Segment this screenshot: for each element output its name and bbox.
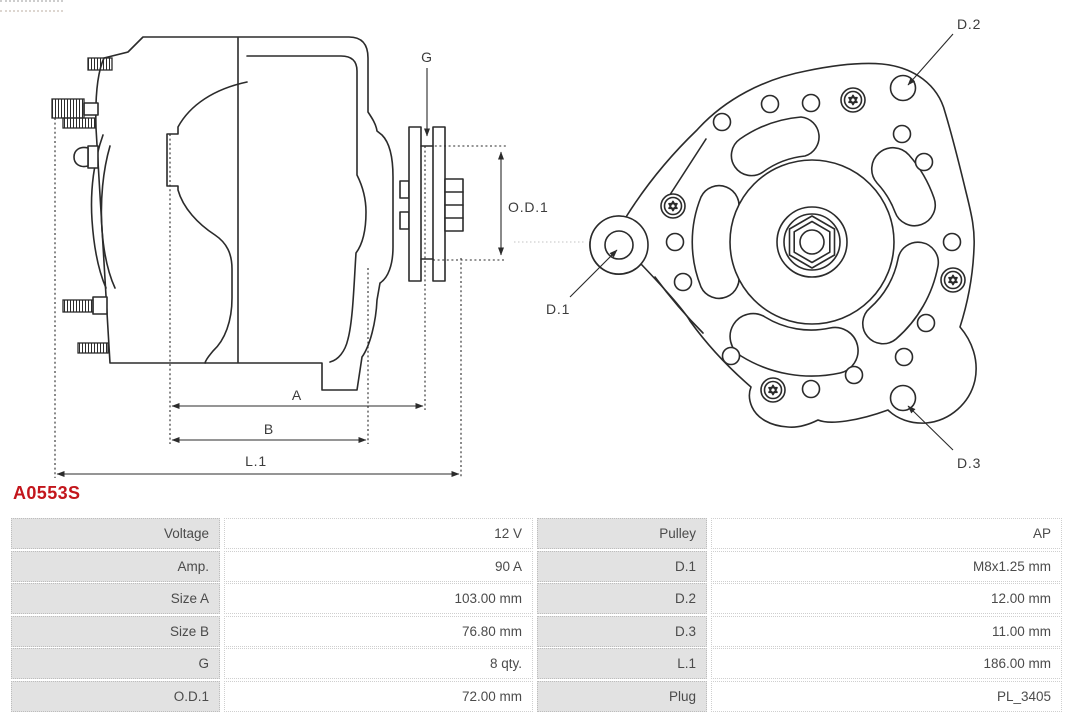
dimension-label-l1: L.1 [245,453,267,469]
spec-value: 12 V [224,518,533,549]
spec-value: 186.00 mm [711,648,1062,679]
spec-label: Plug [537,680,707,712]
shaft-threads [444,178,464,232]
spec-label: O.D.1 [11,680,220,712]
spec-table: Voltage 12 V Pulley AP Amp. 90 A D.1 M8x… [11,518,1062,712]
torx-bolt [940,267,966,293]
front-view-drawing: D.2 D.1 D.3 [546,16,981,471]
spec-label: Pulley [537,518,707,549]
vent-holes [665,93,962,399]
threaded-stud [87,57,113,71]
spec-value: 76.80 mm [224,615,533,647]
side-view-drawing: G O.D.1 A B L.1 [51,36,584,478]
dimension-label-d3: D.3 [957,455,981,471]
d3-leader-arrow [907,405,954,451]
threaded-stud [62,117,96,129]
technical-drawing: G O.D.1 A B L.1 [51,16,981,478]
shaft-hub [399,180,410,199]
dimension-label-d2: D.2 [957,16,981,32]
part-number: A0553S [13,483,81,503]
shaft-center [729,159,895,325]
dimension-label-a: A [292,387,302,403]
threaded-stud [77,342,109,354]
spec-value: 11.00 mm [711,615,1062,647]
d2-leader-arrow [907,33,954,86]
spec-label: D.1 [537,550,707,582]
hole-d1 [604,230,634,260]
shaft-hub [399,211,410,230]
spec-label: Voltage [11,518,220,549]
torx-bolt [840,87,866,113]
d1-leader-arrow [569,249,618,298]
spec-label: Size A [11,583,220,614]
torx-bolt [760,377,786,403]
spec-value: AP [711,518,1062,549]
spec-label: D.2 [537,583,707,614]
hole-d3 [889,384,917,412]
alternator-body-outline [95,36,394,391]
dimension-label-od1: O.D.1 [508,199,549,215]
dimension-label-d1: D.1 [546,301,570,317]
spec-value: M8x1.25 mm [711,550,1062,582]
spec-value: PL_3405 [711,680,1062,712]
threaded-stud [62,299,94,313]
rear-terminal [87,145,99,169]
torx-bolt [660,193,686,219]
spec-value: 90 A [224,550,533,582]
spec-label: G [11,648,220,679]
spec-value: 8 qty. [224,648,533,679]
hole-d2 [889,74,917,102]
dimension-label-g: G [421,49,433,65]
spec-label: Size B [11,615,220,647]
spec-label: D.3 [537,615,707,647]
threaded-stud [51,98,85,119]
spec-label: L.1 [537,648,707,679]
dimension-label-b: B [264,421,274,437]
watermark-fragment [0,0,63,12]
spec-value: 12.00 mm [711,583,1062,614]
pulley [408,126,446,282]
spec-label: Amp. [11,550,220,582]
spec-value: 103.00 mm [224,583,533,614]
spec-value: 72.00 mm [224,680,533,712]
